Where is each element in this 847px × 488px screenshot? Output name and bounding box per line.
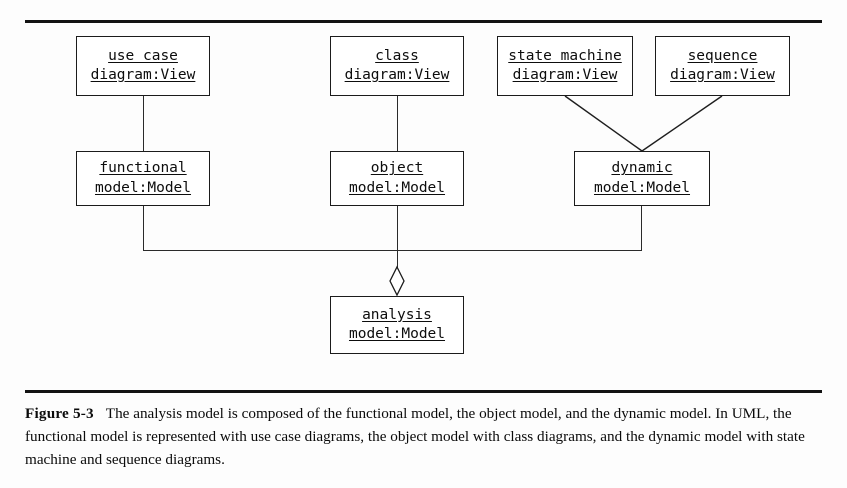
node-functional-model-line1: functional	[99, 160, 187, 177]
node-analysis-model-line2: model:Model	[348, 326, 446, 342]
node-sequence-diagram-line1: sequence	[687, 47, 758, 64]
node-functional-model-line2: model:Model	[94, 179, 192, 196]
node-class-diagram-line1: class	[375, 47, 419, 64]
node-state-machine-diagram-line1: state machine	[508, 47, 622, 64]
node-class-diagram: class diagram:View	[330, 36, 464, 96]
connector-object-to-bus	[397, 206, 398, 268]
node-state-machine-diagram: state machine diagram:View	[497, 36, 633, 96]
figure-bottom-rule	[25, 390, 822, 393]
connector-use-case-to-functional	[143, 96, 144, 151]
aggregation-diamond-icon	[389, 265, 405, 297]
connector-class-to-object	[397, 96, 398, 151]
node-state-machine-diagram-line2: diagram:View	[512, 67, 618, 83]
node-object-model: object model:Model	[330, 151, 464, 206]
node-dynamic-model-line1: dynamic	[611, 160, 673, 177]
node-dynamic-model-line2: model:Model	[593, 179, 691, 196]
connector-dynamic-drop	[641, 206, 642, 251]
node-analysis-model-line1: analysis	[362, 306, 432, 323]
node-sequence-diagram: sequence diagram:View	[655, 36, 790, 96]
node-functional-model: functional model:Model	[76, 151, 210, 206]
node-use-case-diagram: use case diagram:View	[76, 36, 210, 96]
connector-aggregation-bus	[143, 250, 642, 251]
node-object-model-line1: object	[370, 160, 424, 177]
node-dynamic-model: dynamic model:Model	[574, 151, 710, 206]
node-analysis-model: analysis model:Model	[330, 296, 464, 354]
node-class-diagram-line2: diagram:View	[344, 67, 450, 83]
node-use-case-diagram-line1: use case	[108, 47, 178, 64]
connector-functional-drop	[143, 206, 144, 251]
node-object-model-line2: model:Model	[348, 179, 446, 196]
figure-label: Figure 5-3	[25, 405, 94, 422]
figure-caption-text: The analysis model is composed of the fu…	[25, 405, 805, 469]
node-use-case-diagram-line2: diagram:View	[90, 67, 196, 83]
figure-top-rule	[25, 20, 822, 23]
node-sequence-diagram-line2: diagram:View	[670, 67, 775, 83]
